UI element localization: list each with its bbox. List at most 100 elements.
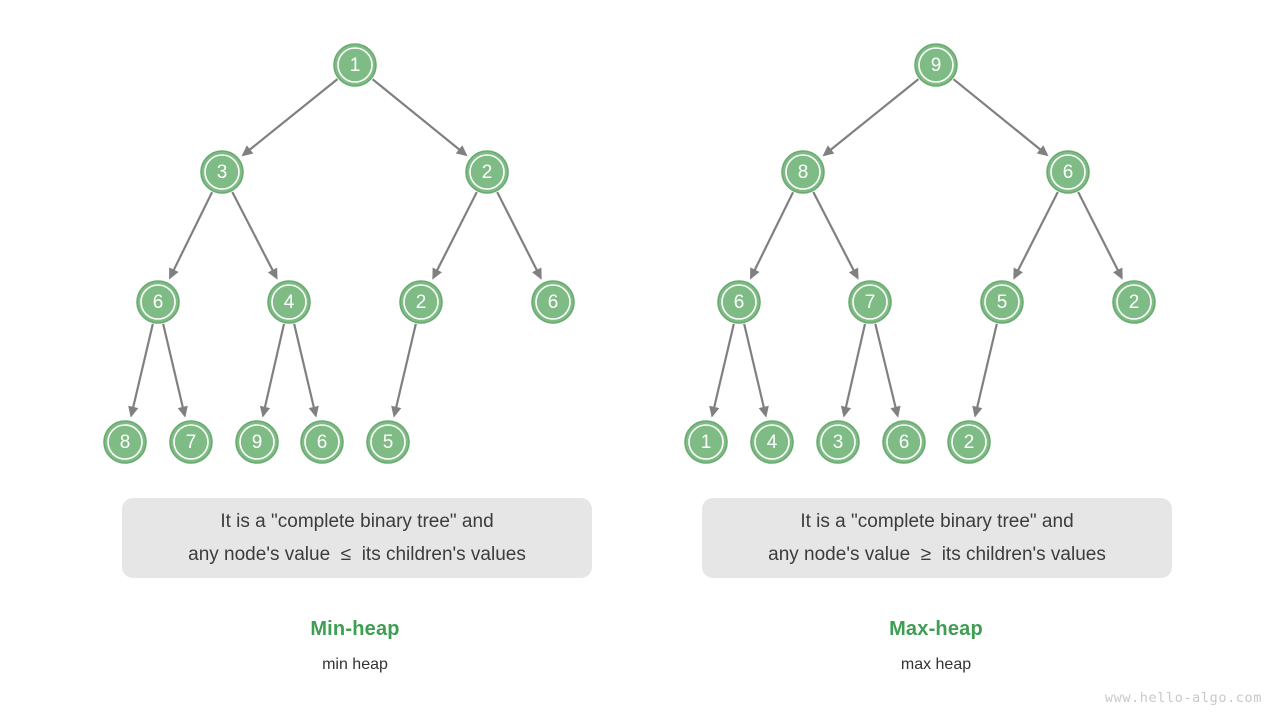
max-heap-node[interactable]: 6: [717, 280, 761, 324]
max-heap-arrowhead-8: [840, 405, 852, 418]
min-heap-node[interactable]: 3: [200, 150, 244, 194]
min-heap-node-inner-ring: [535, 284, 571, 320]
max-heap-node-inner-ring: [852, 284, 888, 320]
max-heap-node-value: 6: [1063, 162, 1074, 183]
min-heap-node-circle: [366, 420, 410, 464]
max-heap-node-value: 2: [964, 432, 975, 453]
max-heap-title: Max-heap: [889, 618, 983, 640]
max-heap-node-circle: [1112, 280, 1156, 324]
min-heap-caption-line-2: any node's value ≤ its children's values: [188, 544, 526, 565]
max-heap-edge-5: [1077, 191, 1120, 272]
min-heap-node[interactable]: 6: [531, 280, 575, 324]
min-heap-node-inner-ring: [140, 284, 176, 320]
min-heap-node[interactable]: 6: [300, 420, 344, 464]
max-heap-node[interactable]: 4: [750, 420, 794, 464]
max-heap-arrowhead-6: [709, 405, 720, 418]
max-heap-node-circle: [882, 420, 926, 464]
max-heap-node[interactable]: 2: [947, 420, 991, 464]
min-heap-node-inner-ring: [469, 154, 505, 190]
max-heap-node[interactable]: 6: [882, 420, 926, 464]
min-heap-node-circle: [465, 150, 509, 194]
max-heap-node[interactable]: 5: [980, 280, 1024, 324]
max-heap-node-inner-ring: [754, 424, 790, 460]
max-heap-node-value: 1: [701, 432, 712, 453]
min-heap-node-circle: [300, 420, 344, 464]
min-heap-node[interactable]: 1: [333, 43, 377, 87]
min-heap-node[interactable]: 6: [136, 280, 180, 324]
max-heap-subtitle: max heap: [900, 656, 972, 673]
max-heap-edge-3: [812, 191, 856, 272]
max-heap-node-value: 3: [833, 432, 844, 453]
max-heap-node-circle: [816, 420, 860, 464]
max-heap-node-value: 9: [931, 55, 942, 76]
min-heap-caption-line-1: It is a "complete binary tree" and: [220, 511, 494, 532]
min-heap-node-value: 9: [252, 432, 263, 453]
min-heap-node-value: 6: [317, 432, 328, 453]
max-heap-caption-line-1: It is a "complete binary tree" and: [800, 511, 1074, 532]
max-heap-edge-9: [874, 323, 897, 409]
min-heap-arrowhead-4: [432, 267, 442, 280]
min-heap-edge-2: [172, 191, 214, 272]
min-heap-node-value: 1: [350, 55, 361, 76]
max-heap-node[interactable]: 6: [1046, 150, 1090, 194]
max-heap-node-circle: [848, 280, 892, 324]
min-heap-node-circle: [399, 280, 443, 324]
min-heap-node[interactable]: 8: [103, 420, 147, 464]
min-heap-node-circle: [531, 280, 575, 324]
max-heap-node-inner-ring: [951, 424, 987, 460]
max-heap-node-value: 5: [997, 292, 1008, 313]
min-heap-node[interactable]: 7: [169, 420, 213, 464]
max-heap-tree: 9 8 6 6 7 5 2 1 4 3 6 2: [684, 43, 1156, 464]
max-heap-node-circle: [947, 420, 991, 464]
min-heap-node[interactable]: 5: [366, 420, 410, 464]
min-heap-node-circle: [169, 420, 213, 464]
max-heap-node-inner-ring: [1050, 154, 1086, 190]
min-heap-edge-1: [371, 78, 462, 152]
max-heap-node-circle: [1046, 150, 1090, 194]
max-heap-node-circle: [914, 43, 958, 87]
max-heap-arrowhead-5: [1113, 267, 1123, 280]
min-heap-edge-8: [263, 323, 286, 409]
max-heap-node[interactable]: 9: [914, 43, 958, 87]
max-heap-arrowhead-1: [1036, 145, 1049, 157]
max-heap-node[interactable]: 1: [684, 420, 728, 464]
max-heap-node[interactable]: 7: [848, 280, 892, 324]
min-heap-arrowhead-2: [169, 267, 179, 280]
min-heap-title: Min-heap: [310, 618, 400, 640]
min-heap-node[interactable]: 2: [399, 280, 443, 324]
min-heap-node-inner-ring: [271, 284, 307, 320]
max-heap-node[interactable]: 8: [781, 150, 825, 194]
max-heap-node-circle: [980, 280, 1024, 324]
max-heap-node-circle: [750, 420, 794, 464]
max-heap-node-inner-ring: [984, 284, 1020, 320]
min-heap-node-inner-ring: [337, 47, 373, 83]
max-heap-node-inner-ring: [1116, 284, 1152, 320]
max-heap-arrowhead-3: [848, 267, 859, 280]
max-heap-node-inner-ring: [918, 47, 954, 83]
min-heap-node-value: 4: [284, 292, 295, 313]
min-heap-node[interactable]: 4: [267, 280, 311, 324]
max-heap-node-inner-ring: [721, 284, 757, 320]
min-heap-node[interactable]: 9: [235, 420, 279, 464]
min-heap-edge-10: [394, 323, 417, 409]
max-heap-arrowhead-4: [1013, 267, 1023, 280]
max-heap-node-circle: [684, 420, 728, 464]
max-heap-arrowhead-0: [822, 145, 835, 157]
max-heap-caption-line-2: any node's value ≥ its children's values: [768, 544, 1106, 565]
min-heap-node-inner-ring: [239, 424, 275, 460]
min-heap-node[interactable]: 2: [465, 150, 509, 194]
max-heap-node[interactable]: 2: [1112, 280, 1156, 324]
max-heap-edge-0: [829, 78, 920, 152]
min-heap-node-value: 3: [217, 162, 228, 183]
max-heap-node-inner-ring: [785, 154, 821, 190]
max-heap-node-circle: [781, 150, 825, 194]
min-heap-edge-0: [248, 78, 339, 152]
min-heap-node-circle: [136, 280, 180, 324]
min-heap-edge-7: [162, 323, 185, 409]
watermark: www.hello-algo.com: [1104, 690, 1262, 706]
max-heap-node[interactable]: 3: [816, 420, 860, 464]
min-heap-node-value: 5: [383, 432, 394, 453]
min-heap-arrowhead-7: [177, 405, 188, 418]
min-heap-node-inner-ring: [403, 284, 439, 320]
